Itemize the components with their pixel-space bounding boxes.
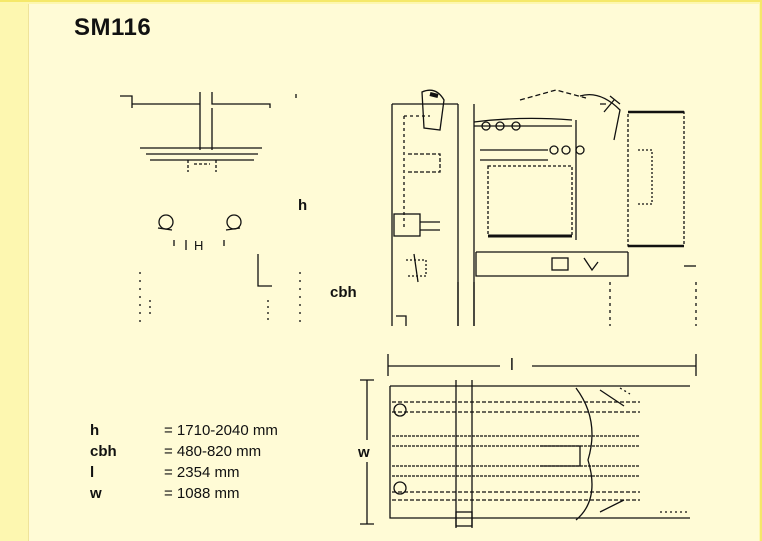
spec-value: = 1710-2040 mm xyxy=(164,422,278,439)
label-H-front: H xyxy=(194,238,204,253)
model-title: SM116 xyxy=(74,14,152,41)
spec-key: cbh xyxy=(90,443,117,460)
spec-row-cbh: cbh = 480-820 mm xyxy=(90,441,278,462)
spec-row-l: l = 2354 mm xyxy=(90,462,278,483)
plan-view xyxy=(360,354,697,528)
spec-value: = 1088 mm xyxy=(164,485,240,502)
spec-value: = 2354 mm xyxy=(164,464,240,481)
label-h: h xyxy=(298,197,308,214)
front-view xyxy=(120,92,301,326)
right-border xyxy=(760,0,762,541)
spec-value: = 480-820 mm xyxy=(164,443,262,460)
spec-key: l xyxy=(90,464,95,481)
spec-row-h: h = 1710-2040 mm xyxy=(90,420,278,441)
spec-key: h xyxy=(90,422,100,439)
spec-key: w xyxy=(90,485,102,502)
drawing-sheet xyxy=(28,4,759,541)
side-view xyxy=(391,89,697,326)
top-border xyxy=(0,0,762,2)
specifications-list: h = 1710-2040 mm cbh = 480-820 mm l = 23… xyxy=(90,420,278,504)
spec-row-w: w = 1088 mm xyxy=(90,483,278,504)
label-w: w xyxy=(358,444,370,461)
label-l: l xyxy=(510,355,514,374)
label-cbh: cbh xyxy=(330,284,357,301)
